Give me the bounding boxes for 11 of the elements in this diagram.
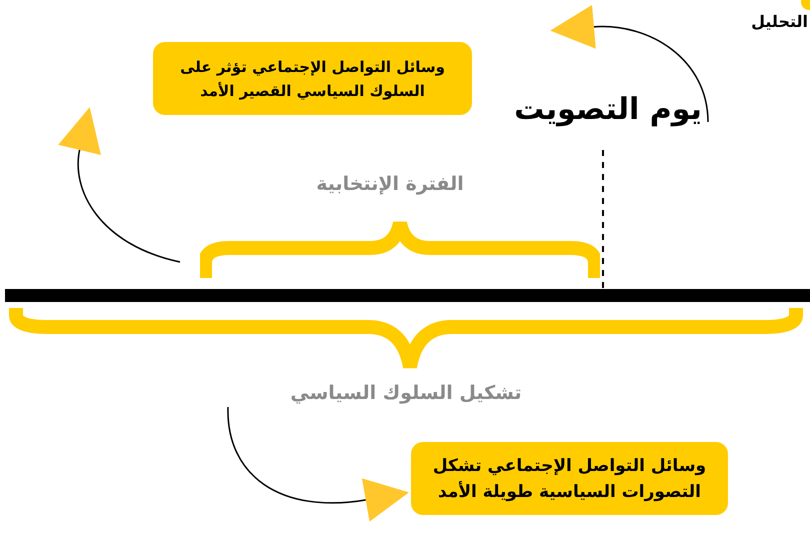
curved-arrow: [58, 106, 180, 263]
callout-text: وسائل التواصل الإجتماعي تشكل التصورات السياسية طويلة الأمد: [432, 454, 708, 504]
curved-arrow: [550, 4, 709, 122]
heading-label: يوم التصويت: [514, 90, 702, 128]
callout-box: [153, 42, 472, 115]
period-label: الفترة الإنتخابية: [315, 172, 465, 197]
curved-arrow: [227, 406, 410, 522]
side-label: التحليل: [751, 11, 808, 33]
callout-text: وسائل التواصل الإجتماعي تؤثر على السلوك السياسي القصير الأمد: [179, 56, 446, 102]
callout-box: [411, 442, 728, 515]
period-label: تشكيل السلوك السياسي: [289, 380, 523, 406]
